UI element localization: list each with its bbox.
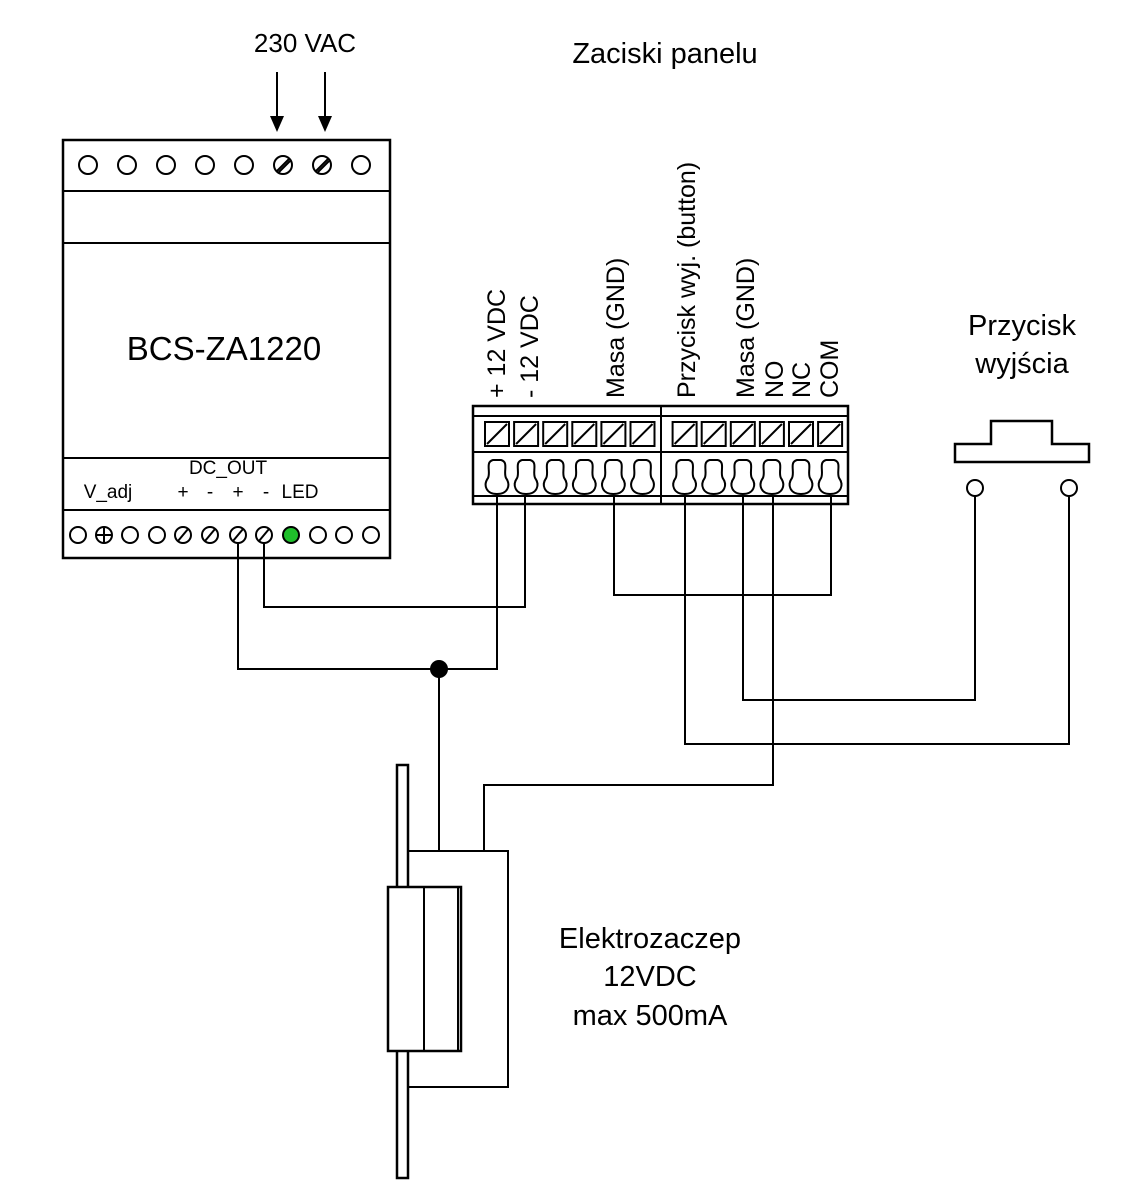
panel-label-plus-12vdc: + 12 VDC bbox=[483, 289, 511, 398]
panel-wire-clamp-icon bbox=[630, 459, 655, 496]
panel-label-gnd-1: Masa (GND) bbox=[602, 258, 630, 398]
wire-psu-minus-to-panel-minus bbox=[263, 496, 526, 608]
strike-label-line1: Elektrozaczep bbox=[559, 923, 741, 955]
panel-wire-clamp-icon bbox=[701, 459, 726, 496]
wire-button-input-to-exit-button bbox=[684, 496, 1070, 745]
wire-no-to-strike bbox=[483, 496, 774, 851]
led-indicator-icon bbox=[282, 526, 300, 544]
panel-label-com: COM bbox=[816, 340, 844, 398]
panel-wire-clamp-icon bbox=[542, 459, 568, 496]
dc-out-plus-2-label: + bbox=[232, 482, 243, 503]
wire-psu-plus-to-panel-plus bbox=[237, 496, 498, 670]
panel-label-gnd-2: Masa (GND) bbox=[732, 258, 760, 398]
v-adj-label: V_adj bbox=[84, 482, 133, 503]
wire-gnd-to-exit-button bbox=[742, 496, 976, 701]
psu-top-terminals bbox=[78, 155, 371, 175]
panel-label-minus-12vdc: - 12 VDC bbox=[516, 295, 544, 398]
panel-wire-clamp-icon bbox=[759, 459, 785, 496]
psu-module: BCS-ZA1220 DC_OUT V_adj + - + - LED bbox=[61, 138, 392, 560]
panel-wire-clamp-icon bbox=[672, 459, 697, 496]
panel-wire-clamp-icon bbox=[817, 459, 843, 496]
mains-arrows bbox=[270, 72, 332, 132]
panel-wire-clamp-icon bbox=[788, 459, 814, 496]
wires bbox=[237, 496, 1070, 851]
psu-bottom-terminals bbox=[69, 526, 380, 544]
panel-terminals-title: Zaciski panelu bbox=[572, 38, 757, 70]
exit-button-title-line1: Przycisk bbox=[968, 310, 1076, 342]
panel-wire-clamp-icon bbox=[730, 459, 756, 496]
psu-model-label: BCS-ZA1220 bbox=[127, 330, 321, 367]
strike-label-line2: 12VDC bbox=[603, 961, 697, 993]
electric-strike-icon bbox=[386, 763, 509, 1180]
led-label: LED bbox=[282, 482, 319, 503]
exit-button-icon bbox=[953, 419, 1091, 497]
mains-terminal-l bbox=[273, 155, 293, 175]
dc-out-label: DC_OUT bbox=[189, 458, 268, 479]
dc-out-plus-1-label: + bbox=[177, 482, 188, 503]
panel-wire-clamp-icon bbox=[513, 459, 539, 496]
panel-wire-clamp-icon bbox=[572, 459, 597, 496]
dc-out-minus-1-terminal bbox=[201, 526, 219, 544]
panel-screw-row bbox=[484, 421, 844, 496]
panel-label-nc: NC bbox=[788, 362, 816, 398]
panel-wire-clamp-icon bbox=[484, 459, 510, 496]
mains-label: 230 VAC bbox=[254, 28, 356, 58]
strike-label-line3: max 500mA bbox=[573, 1000, 728, 1032]
wire-gnd-to-com bbox=[613, 496, 832, 596]
v-adj-potentiometer-icon bbox=[95, 526, 113, 544]
panel-wire-clamp-icon bbox=[601, 459, 626, 496]
panel-terminal-block bbox=[471, 404, 850, 506]
mains-terminal-n bbox=[312, 155, 332, 175]
dc-out-minus-2-label: - bbox=[263, 482, 269, 503]
wire-junction-dot bbox=[430, 660, 448, 678]
panel-label-no: NO bbox=[761, 361, 789, 399]
dc-out-plus-1-terminal bbox=[174, 526, 192, 544]
dc-out-minus-1-label: - bbox=[207, 482, 213, 503]
panel-label-exit-button: Przycisk wyj. (button) bbox=[673, 162, 701, 398]
exit-button-title-line2: wyjścia bbox=[974, 348, 1069, 380]
